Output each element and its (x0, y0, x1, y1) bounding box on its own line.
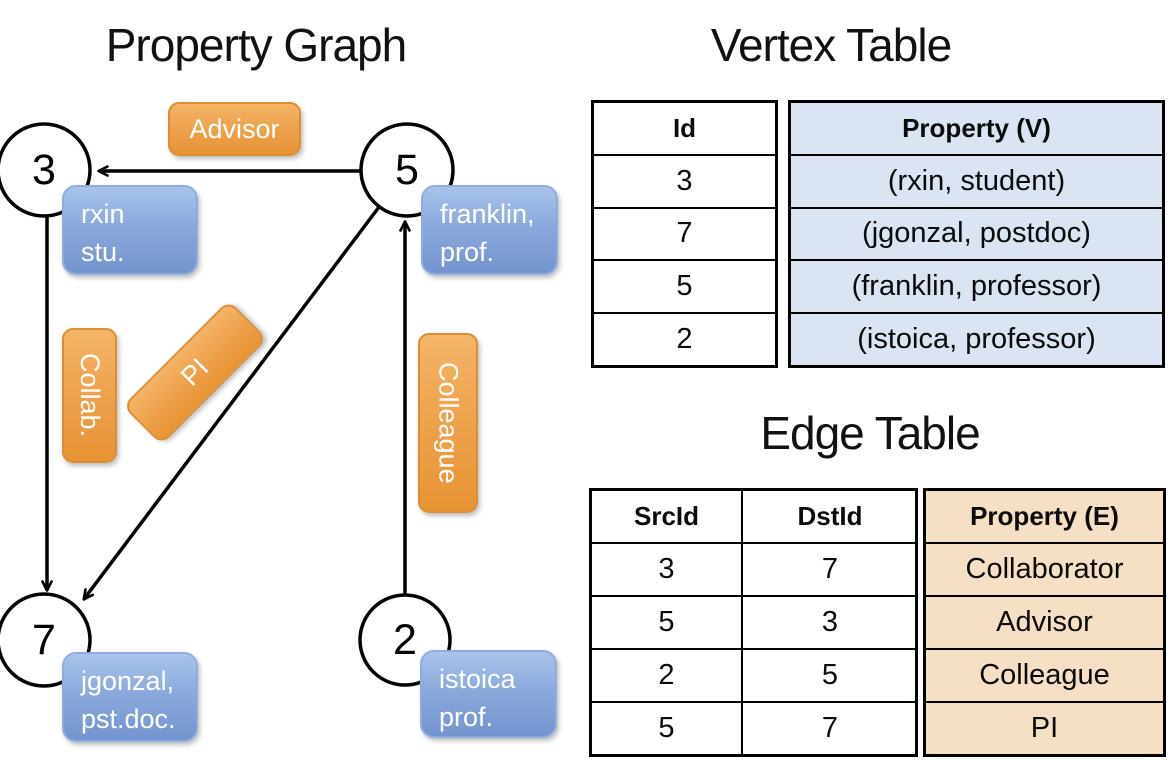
table-row: 5 7 (592, 701, 915, 754)
edge-card-colleague: Colleague (418, 333, 478, 513)
node-label-5: 5 (395, 145, 419, 194)
vertex-table-title: Vertex Table (710, 19, 952, 71)
edge-table-property-header: Property (E) (926, 491, 1163, 542)
table-cell: 3 (594, 153, 775, 207)
edge-table-dst-header: DstId (741, 491, 917, 542)
edge-card-advisor: Advisor (168, 102, 301, 156)
table-row: 5 3 (592, 595, 915, 648)
vertex-table-property-header: Property (V) (791, 103, 1162, 154)
edge-table-title: Edge Table (760, 407, 980, 459)
edge-card-collab: Collab. (62, 328, 117, 463)
table-cell: 3 (741, 597, 917, 648)
table-cell: 3 (658, 553, 675, 585)
table-cell: 7 (741, 544, 917, 595)
table-cell: Colleague (926, 648, 1163, 701)
table-cell: (istoica, professor) (791, 312, 1162, 365)
vertex-table-property-column: Property (V) (rxin, student) (jgonzal, p… (788, 100, 1165, 368)
table-row: SrcId DstId (592, 491, 915, 542)
table-row: 3 7 (592, 542, 915, 595)
edge-table-src-header: SrcId (633, 501, 700, 531)
vertex-card-istoica: istoica prof. (420, 650, 557, 738)
table-cell: 2 (594, 312, 775, 365)
table-row: 2 5 (592, 648, 915, 701)
table-cell: 7 (741, 703, 917, 754)
table-cell: (rxin, student) (791, 153, 1162, 207)
node-label-3: 3 (32, 145, 56, 194)
table-cell: 5 (658, 712, 675, 744)
table-cell: PI (926, 701, 1163, 754)
table-cell: (jgonzal, postdoc) (791, 206, 1162, 260)
table-cell: 7 (594, 206, 775, 260)
edge-arrow-pi-5-to-7 (82, 205, 381, 601)
table-cell: 5 (658, 606, 675, 638)
vertex-card-franklin: franklin, prof. (421, 185, 558, 275)
property-graph-title: Property Graph (105, 19, 407, 71)
node-label-7: 7 (32, 615, 56, 664)
edge-table-id-columns: SrcId DstId 3 7 5 3 2 5 5 7 (589, 488, 918, 757)
table-cell: 5 (741, 650, 917, 701)
vertex-table-id-header: Id (672, 112, 697, 143)
table-cell: 2 (658, 659, 675, 691)
node-label-2: 2 (393, 615, 417, 664)
vertex-table-id-column: Id 3 7 5 2 (591, 100, 778, 368)
table-cell: 5 (594, 259, 775, 312)
edge-table-property-column: Property (E) Collaborator Advisor Collea… (923, 488, 1166, 757)
vertex-card-rxin: rxin stu. (62, 185, 198, 275)
table-cell: (franklin, professor) (791, 259, 1162, 313)
vertex-card-jgonzal: jgonzal, pst.doc. (62, 652, 198, 742)
table-cell: Collaborator (926, 542, 1163, 595)
table-cell: Advisor (926, 595, 1163, 648)
